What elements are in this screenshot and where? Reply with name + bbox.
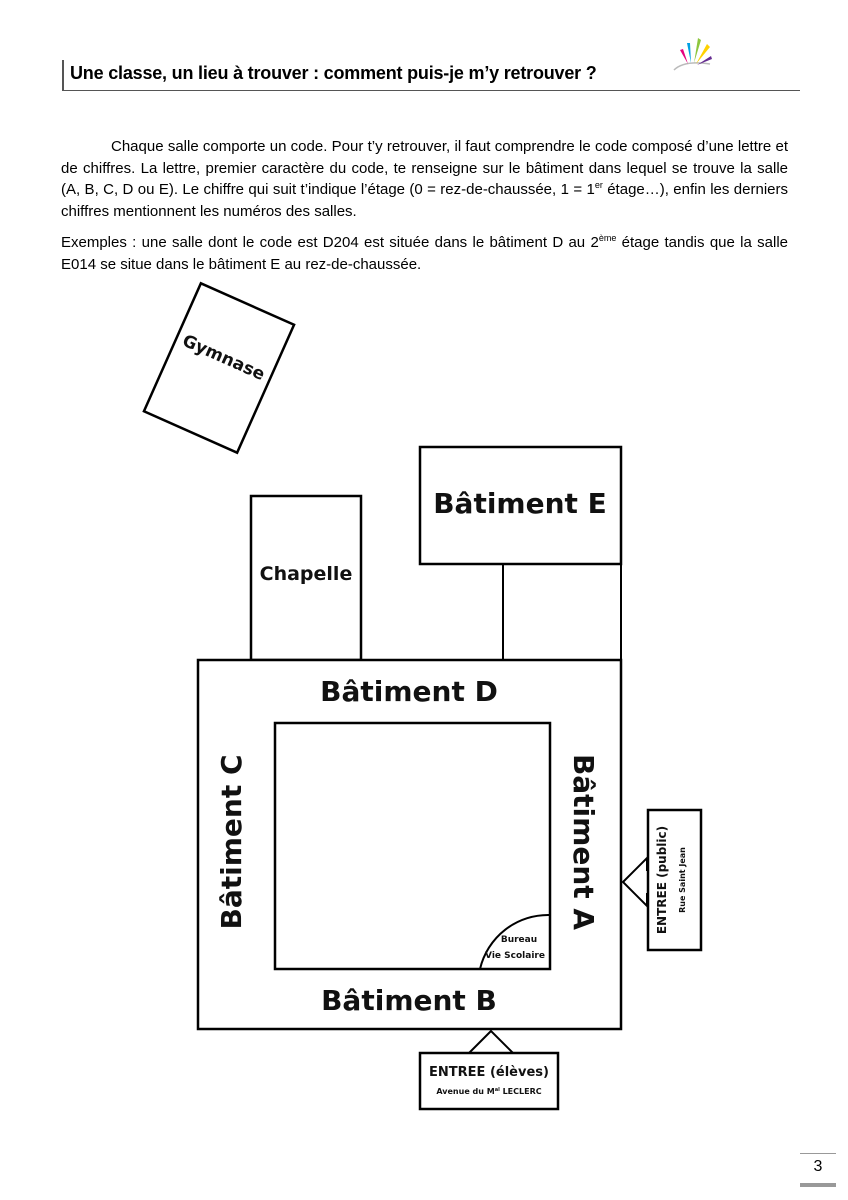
batiment-d-label: Bâtiment D xyxy=(320,675,498,708)
batiment-a-label: Bâtiment A xyxy=(567,754,600,930)
bureau-vie-scolaire xyxy=(479,913,551,970)
batiment-e-building xyxy=(418,445,623,566)
entree-eleves-arrow-icon xyxy=(464,1029,518,1056)
intro-paragraph: Chaque salle comporte un code. Pour t’y … xyxy=(61,136,788,222)
batiment-c-label: Bâtiment C xyxy=(215,755,248,930)
logo-arc xyxy=(673,62,711,71)
page-title: Une classe, un lieu à trouver : comment … xyxy=(70,63,597,83)
entree-eleves-label: ENTREE (élèves) xyxy=(429,1065,549,1080)
paragraph-text: étage tandis que la salle E014 se situe … xyxy=(61,234,789,273)
superscript-text: ème xyxy=(598,233,617,243)
batiment-e-label: Bâtiment E xyxy=(433,487,607,520)
paragraph-text: étage…), enfin les derniers chiffres men… xyxy=(61,181,788,220)
bureau-label-line2: Vie Scolaire xyxy=(485,951,545,961)
gymnase-building: Gymnase xyxy=(142,281,296,455)
rue-saint-jean-label: Rue Saint Jean xyxy=(678,847,687,913)
courtyard xyxy=(273,721,552,971)
entree-public-box xyxy=(646,808,703,952)
section-header: Une classe, un lieu à trouver : comment … xyxy=(62,60,800,91)
entree-eleves-box xyxy=(418,1051,560,1111)
logo-ray xyxy=(694,38,701,63)
logo-ray xyxy=(697,56,712,65)
school-logo-icon xyxy=(673,38,712,71)
batiment-b-label: Bâtiment B xyxy=(321,984,497,1017)
logo-ray xyxy=(680,49,688,64)
page-number: 3 xyxy=(813,1158,823,1175)
superscript-text: er xyxy=(594,180,603,190)
chapelle-label: Chapelle xyxy=(260,563,353,585)
avenue-label: Avenue du Mal LECLERC xyxy=(436,1087,541,1096)
entree-public-label: ENTREE (public) xyxy=(655,826,669,934)
footer-rule xyxy=(800,1153,836,1154)
logo-ray xyxy=(696,44,710,64)
logo-ray xyxy=(687,43,691,63)
footer-bar xyxy=(800,1183,836,1187)
chapelle-building xyxy=(249,494,363,662)
paragraph-text: Exemples : une salle dont le code est D2… xyxy=(61,234,599,251)
paragraph-text: Chaque salle comporte un code. Pour t’y … xyxy=(61,138,788,198)
examples-paragraph: Exemples : une salle dont le code est D2… xyxy=(61,232,788,275)
bureau-label-line1: Bureau xyxy=(501,935,537,945)
